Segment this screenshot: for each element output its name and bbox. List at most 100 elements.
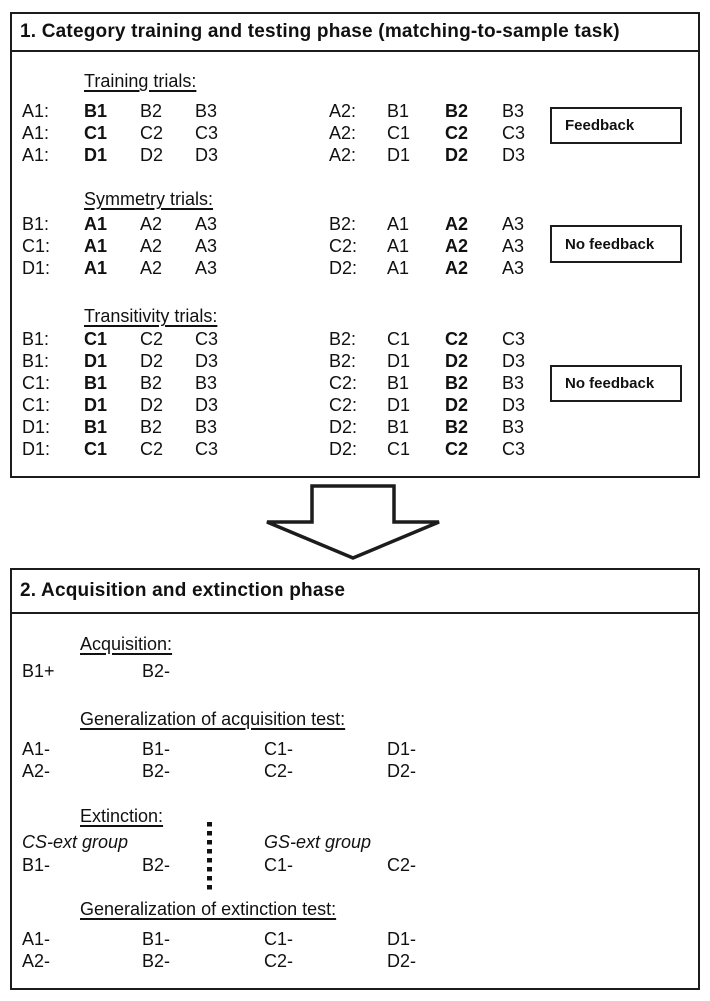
trial-cell: B2 [140,417,163,437]
trial-cell: B2 [445,101,469,121]
trial-cell: B1 [84,101,108,121]
trial-cell: A1- [22,929,51,949]
feedback-box-label: Feedback [565,117,635,134]
trial-cell: A3 [502,236,525,256]
trial-cell: C1- [264,739,294,759]
trial-row: A1-B1-C1-D1- [12,738,698,760]
trial-cell: B1: [22,214,50,234]
trial-cell: A2 [445,258,469,278]
trial-cell: B1- [142,929,171,949]
trial-cell: A3 [502,214,525,234]
trial-cell: C3 [195,329,219,349]
trial-cell: B1 [84,373,108,393]
trial-cell: D3 [195,351,219,371]
cs-ext-group-label: CS-ext group [22,832,129,852]
acquisition-heading: Acquisition: [80,634,173,654]
trial-cell: D2: [329,439,358,459]
trial-cell: C1- [264,929,294,949]
trial-cell: C2- [387,855,417,875]
trial-cell: C1 [84,123,108,143]
trial-cell: A1: [22,101,50,121]
trial-cell: D2 [445,145,469,165]
trial-cell: D1- [387,929,417,949]
trial-cell: C2- [264,951,294,971]
trial-cell: A2 [140,258,163,278]
no-feedback-box-transitivity: No feedback [550,365,682,402]
trial-cell: A2 [140,214,163,234]
trial-cell: A1: [22,145,50,165]
trial-cell: A1 [84,214,108,234]
trial-cell: D1 [84,395,108,415]
trial-cell: C1- [264,855,294,875]
trial-cell: A1: [22,123,50,143]
trial-cell: C2 [445,439,469,459]
trial-cell: C1: [22,395,51,415]
trial-cell: C2 [445,123,469,143]
trial-cell: B2: [329,351,357,371]
phase2-header: 2. Acquisition and extinction phase [12,570,698,614]
no-feedback-box-label: No feedback [565,375,655,392]
trial-cell: A2 [445,214,469,234]
trial-cell: D2: [329,417,358,437]
trial-cell: C2- [264,761,294,781]
trial-row: B1+B2- [12,660,698,682]
trial-row: B1- B2- C1- C2- [12,854,698,876]
trial-cell: C3 [502,329,526,349]
phase2-title: 2. Acquisition and extinction phase [20,580,346,601]
feedback-box: Feedback [550,107,682,144]
trial-cell: C2 [140,439,164,459]
trial-cell: D1: [22,258,51,278]
trial-cell: D1: [22,439,51,459]
trial-cell: D3 [502,145,526,165]
trial-cell: D3 [195,145,219,165]
trial-cell: B2- [142,855,171,875]
trial-cell: A3 [195,236,218,256]
trial-cell: B1 [387,417,410,437]
trial-row: A2-B2-C2-D2- [12,760,698,782]
phase1-header: 1. Category training and testing phase (… [12,14,698,52]
trial-cell: A1 [387,236,410,256]
trial-cell: B1 [387,373,410,393]
trial-cell: A2: [329,145,357,165]
trial-cell: B1+ [22,661,55,681]
trial-cell: B2: [329,214,357,234]
trial-cell: A1 [84,236,108,256]
trial-cell: C2: [329,373,358,393]
trial-cell: D1 [84,145,108,165]
training-trials-heading: Training trials: [84,71,197,91]
trial-cell: B2 [140,101,163,121]
generalization-extinction-rows: A1-B1-C1-D1-A2-B2-C2-D2- [12,928,698,972]
trial-row: A1- B1- C1- D1- [12,928,698,950]
trial-cell: C1 [387,439,411,459]
trial-row: A2-B2-C2-D2- [12,950,698,972]
phase2-body: Acquisition: B1+B2- Generalization of ac… [12,614,698,988]
trial-cell: D1 [387,351,411,371]
trial-cell: A1 [84,258,108,278]
trial-cell: B2 [140,373,163,393]
trial-cell: A2- [22,951,51,971]
trial-cell: D3 [195,395,219,415]
trial-cell: B1- [142,739,171,759]
trial-cell: A1 [387,258,410,278]
trial-cell: C1: [22,373,51,393]
trial-cell: C2: [329,236,358,256]
trial-cell: D2 [140,395,164,415]
trial-cell: D2 [445,351,469,371]
gs-ext-group-label: GS-ext group [264,832,372,852]
trial-cell: B1- [22,855,51,875]
trial-cell: B2- [142,951,171,971]
trial-cell: D2 [140,145,164,165]
phase1-panel: 1. Category training and testing phase (… [10,12,700,478]
